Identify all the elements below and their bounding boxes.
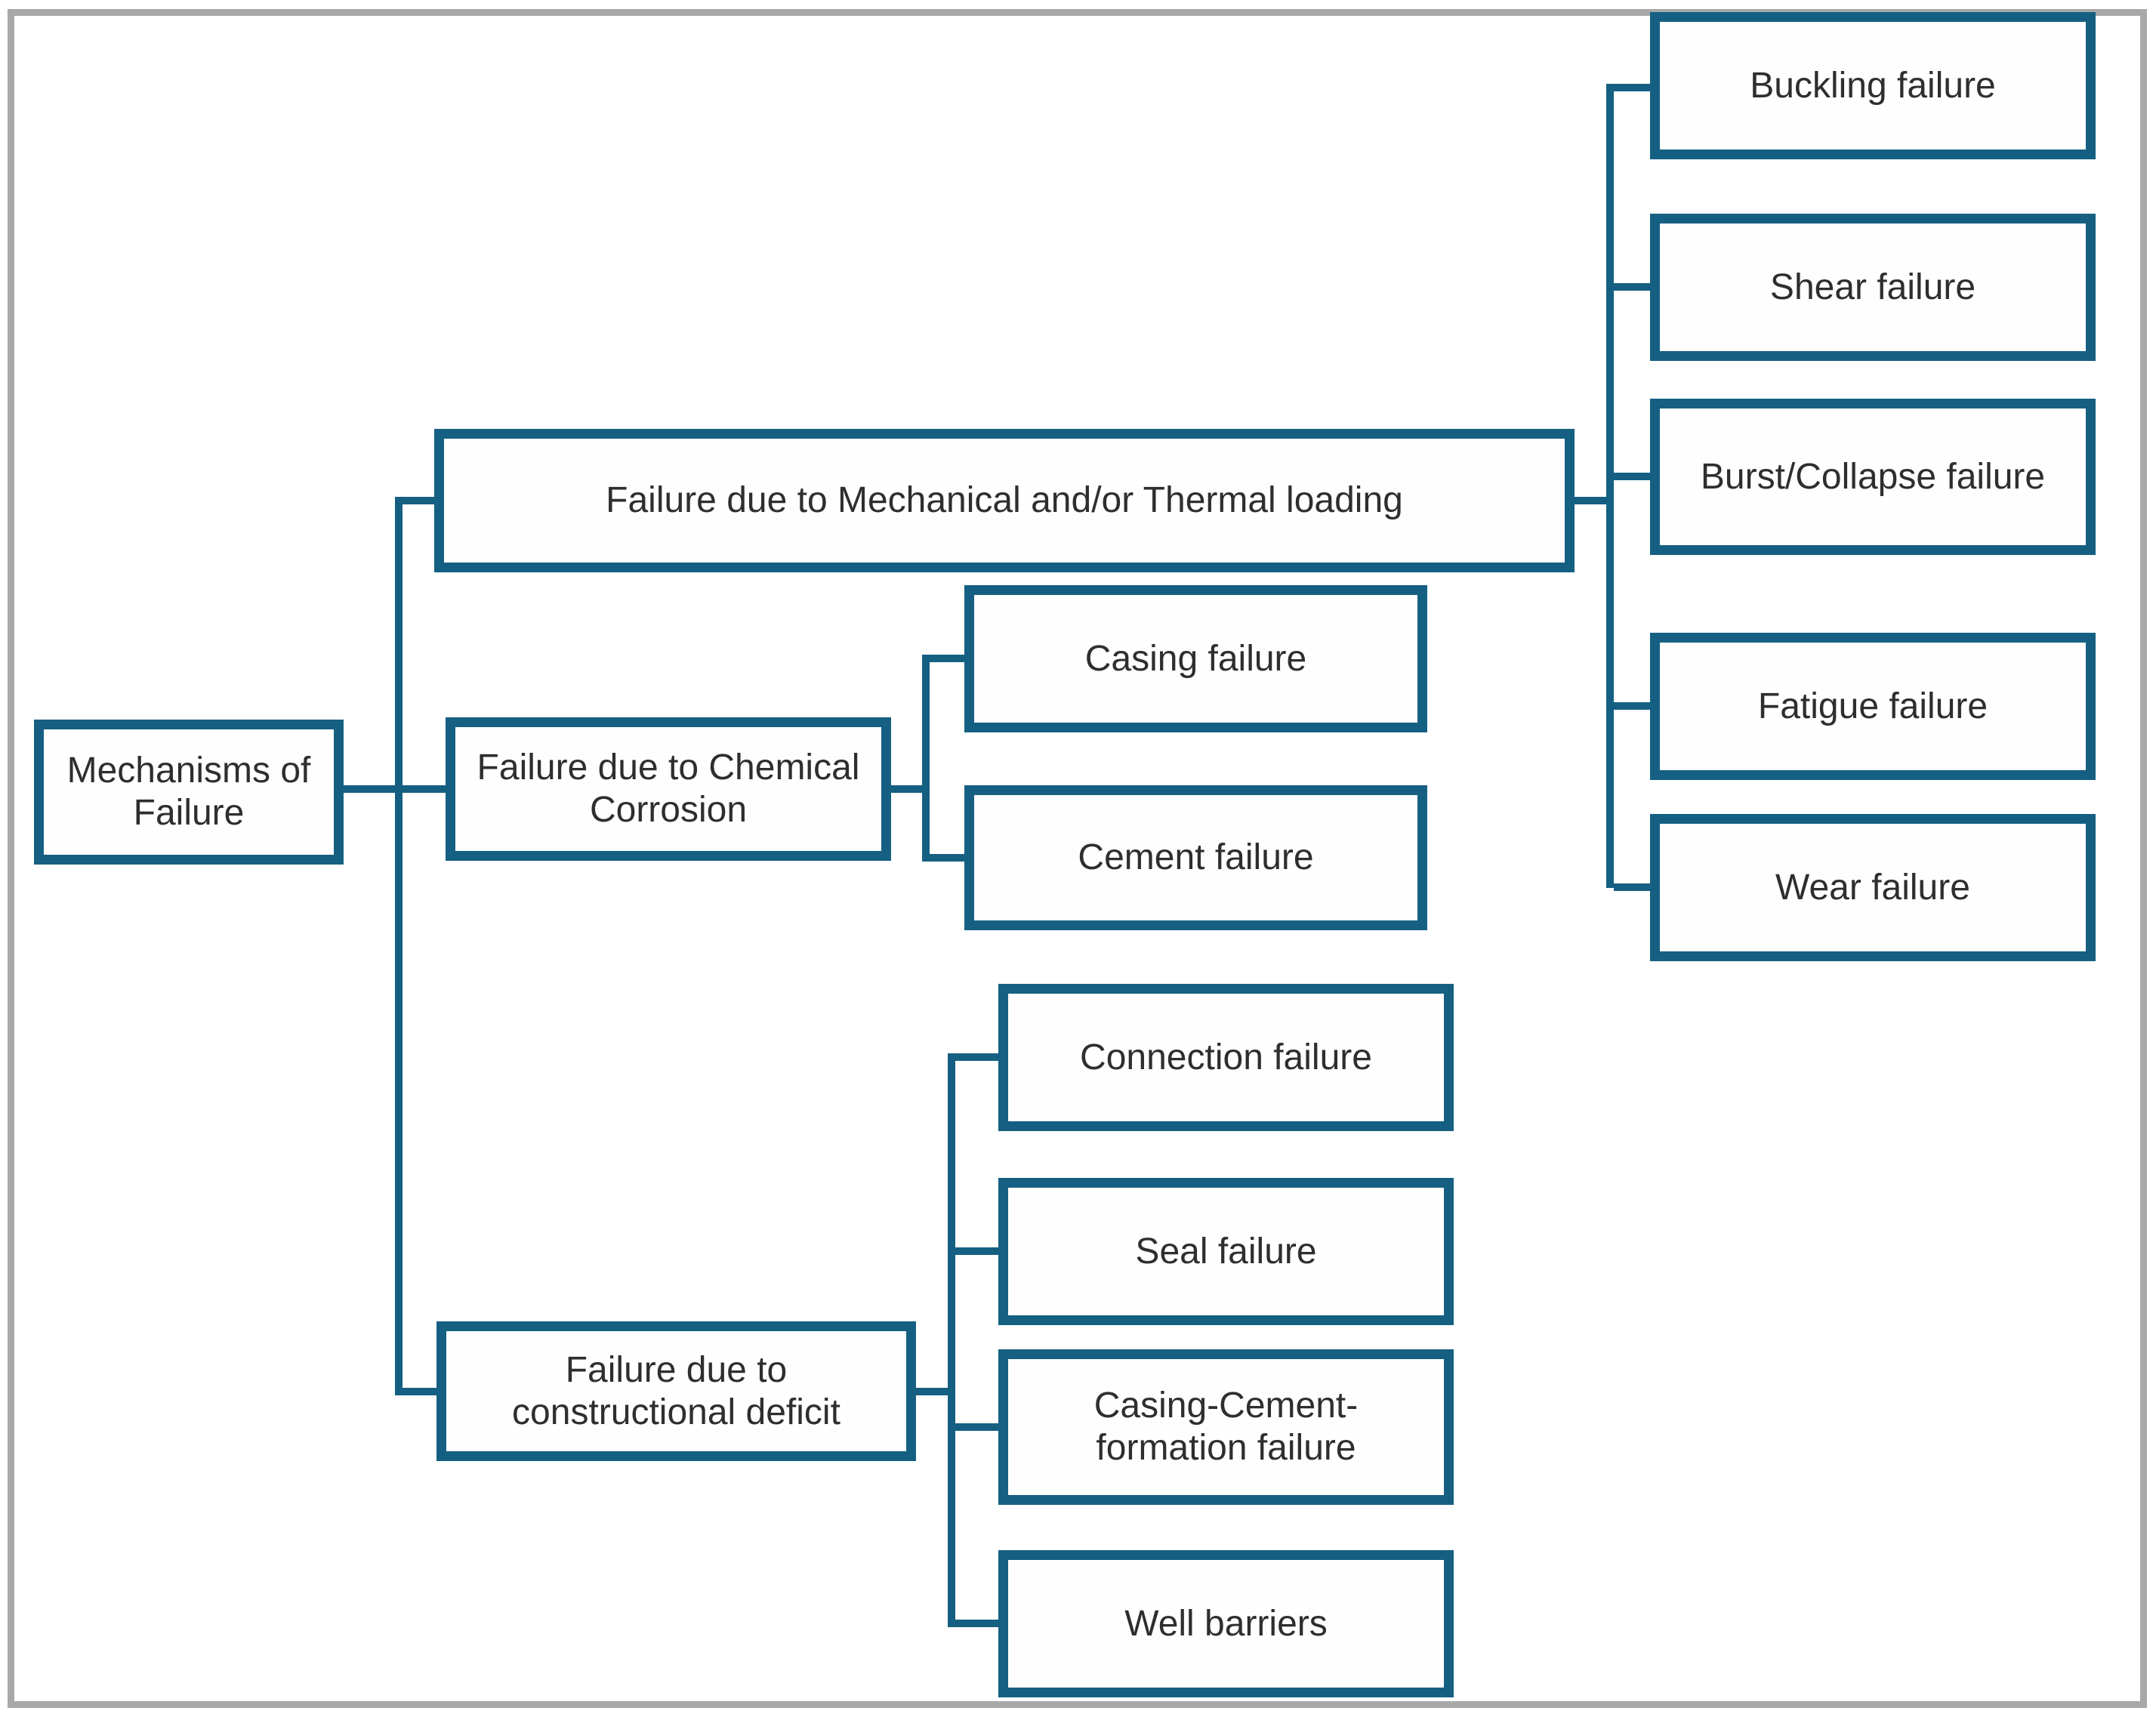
node-fatigue-failure: Fatigue failure xyxy=(1650,633,2096,780)
connector-to-connection xyxy=(955,1053,998,1061)
node-casing-failure: Casing failure xyxy=(964,585,1427,732)
connector-to-well-barriers xyxy=(955,1620,998,1627)
node-chemical-corrosion: Failure due to Chemical Corrosion xyxy=(446,717,891,861)
connector-to-casing xyxy=(930,655,964,662)
node-well-barriers: Well barriers xyxy=(998,1550,1454,1697)
connector-to-wear xyxy=(1614,883,1650,891)
connector-to-burst-collapse xyxy=(1614,473,1650,480)
node-constructional-deficit: Failure due to constructional deficit xyxy=(436,1321,916,1461)
connector-to-shear xyxy=(1614,283,1650,291)
connector-branch2-subtrunk xyxy=(922,655,930,862)
connector-branch3-subtrunk xyxy=(948,1053,955,1627)
connector-to-fatigue xyxy=(1614,702,1650,710)
connector-to-cement xyxy=(930,854,964,862)
connector-root-to-branch2 xyxy=(344,785,446,793)
node-casing-cement-formation-failure: Casing-Cement-formation failure xyxy=(998,1349,1454,1505)
connector-branch2-to-subtrunk xyxy=(891,785,922,793)
node-burst-collapse-failure: Burst/Collapse failure xyxy=(1650,399,2096,555)
node-mechanisms-of-failure: Mechanisms of Failure xyxy=(34,720,344,865)
connector-to-seal xyxy=(955,1247,998,1255)
connector-to-buckling xyxy=(1614,84,1650,91)
connector-branch1-to-subtrunk xyxy=(1575,497,1606,504)
connector-trunk-to-branch3 xyxy=(395,1388,436,1395)
connector-to-casing-cement xyxy=(955,1423,998,1431)
node-seal-failure: Seal failure xyxy=(998,1178,1454,1325)
connector-trunk-to-branch1 xyxy=(395,497,434,504)
node-buckling-failure: Buckling failure xyxy=(1650,12,2096,159)
connector-main-trunk xyxy=(395,497,403,1395)
node-connection-failure: Connection failure xyxy=(998,984,1454,1131)
node-shear-failure: Shear failure xyxy=(1650,214,2096,361)
node-cement-failure: Cement failure xyxy=(964,785,1427,930)
node-mechanical-thermal-loading: Failure due to Mechanical and/or Thermal… xyxy=(434,429,1575,572)
connector-branch3-to-subtrunk xyxy=(916,1388,948,1395)
connector-branch1-subtrunk xyxy=(1606,84,1614,888)
node-wear-failure: Wear failure xyxy=(1650,814,2096,961)
